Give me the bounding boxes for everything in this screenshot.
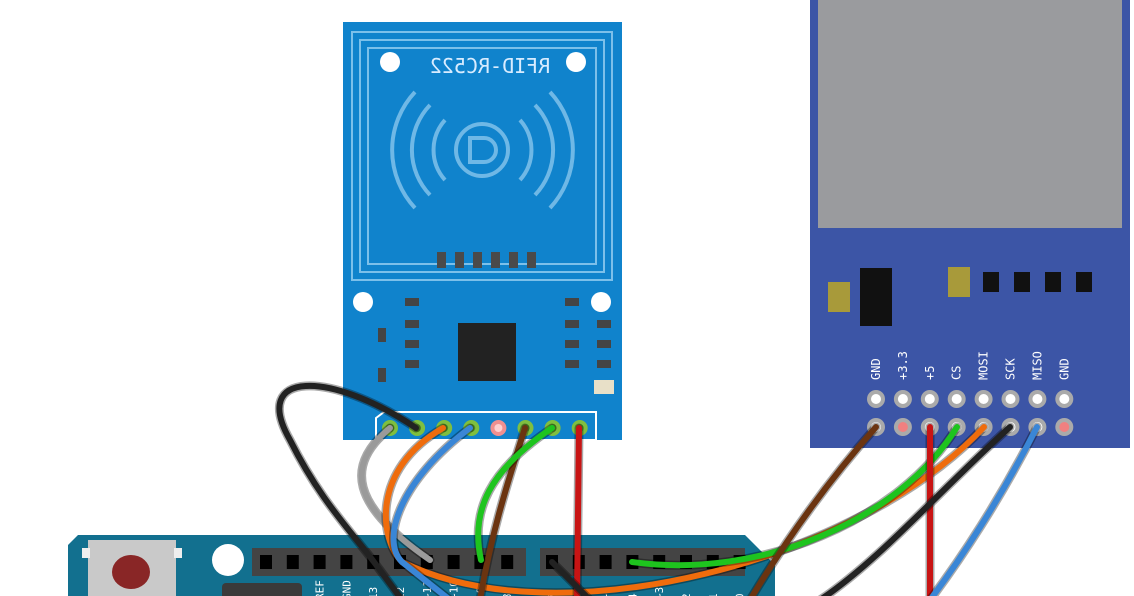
pin-label: 2 [680, 593, 693, 596]
sd-pin-label: GND [869, 358, 883, 380]
sd-pin-label: SCK [1004, 358, 1018, 380]
wire-gray[interactable] [358, 425, 433, 563]
header-pin[interactable] [340, 555, 353, 569]
wire-black[interactable] [549, 559, 591, 596]
wire-red[interactable] [574, 425, 582, 596]
header-pin[interactable] [313, 555, 326, 569]
wire-blue[interactable] [929, 424, 1040, 596]
rfid-title: RFID-RC522 [430, 54, 550, 78]
sd-pin-label: CS [950, 366, 964, 380]
sd-card-module: GND +3.3 +5 CS MOSI SCK MISO GND [810, 0, 1130, 448]
rfid-chip [458, 323, 516, 381]
sd-card-slot [818, 0, 1122, 228]
sd-pin-label: +3.3 [896, 351, 910, 380]
sd-pin-label: GND [1057, 358, 1071, 380]
pin-label: 8 [501, 593, 514, 596]
pin-label: GND [340, 580, 353, 596]
reset-button-cap[interactable] [112, 555, 150, 589]
wire-brown[interactable] [477, 425, 528, 596]
sd-pin-label: MOSI [977, 351, 991, 380]
header-pin[interactable] [501, 555, 514, 569]
rfid-antenna-icon [390, 90, 575, 210]
sd-pin-label: MISO [1030, 351, 1044, 380]
pin-label: REF [314, 580, 327, 596]
wire-blue[interactable] [390, 425, 473, 596]
wire-brown[interactable] [748, 424, 879, 596]
wire-black[interactable] [820, 424, 1013, 596]
wire-green[interactable] [475, 425, 555, 563]
pin-label: 0 [734, 593, 747, 596]
pin-label: ~3 [653, 587, 666, 596]
wires [274, 381, 1042, 596]
sd-pin-label: +5 [923, 366, 937, 380]
pin-label: 13 [367, 587, 380, 596]
pin-label: 4 [626, 593, 639, 596]
header-pin[interactable] [260, 555, 272, 569]
header-pin[interactable] [447, 555, 460, 569]
header-pin[interactable] [599, 555, 612, 569]
pin-label: 1 [707, 593, 720, 596]
pin-label: 12 [394, 587, 407, 596]
rfid-rc522-board: RFID-RC522 [343, 22, 622, 441]
wire-black[interactable] [276, 382, 419, 596]
mounting-hole [212, 544, 244, 576]
header-pin[interactable] [286, 555, 299, 569]
